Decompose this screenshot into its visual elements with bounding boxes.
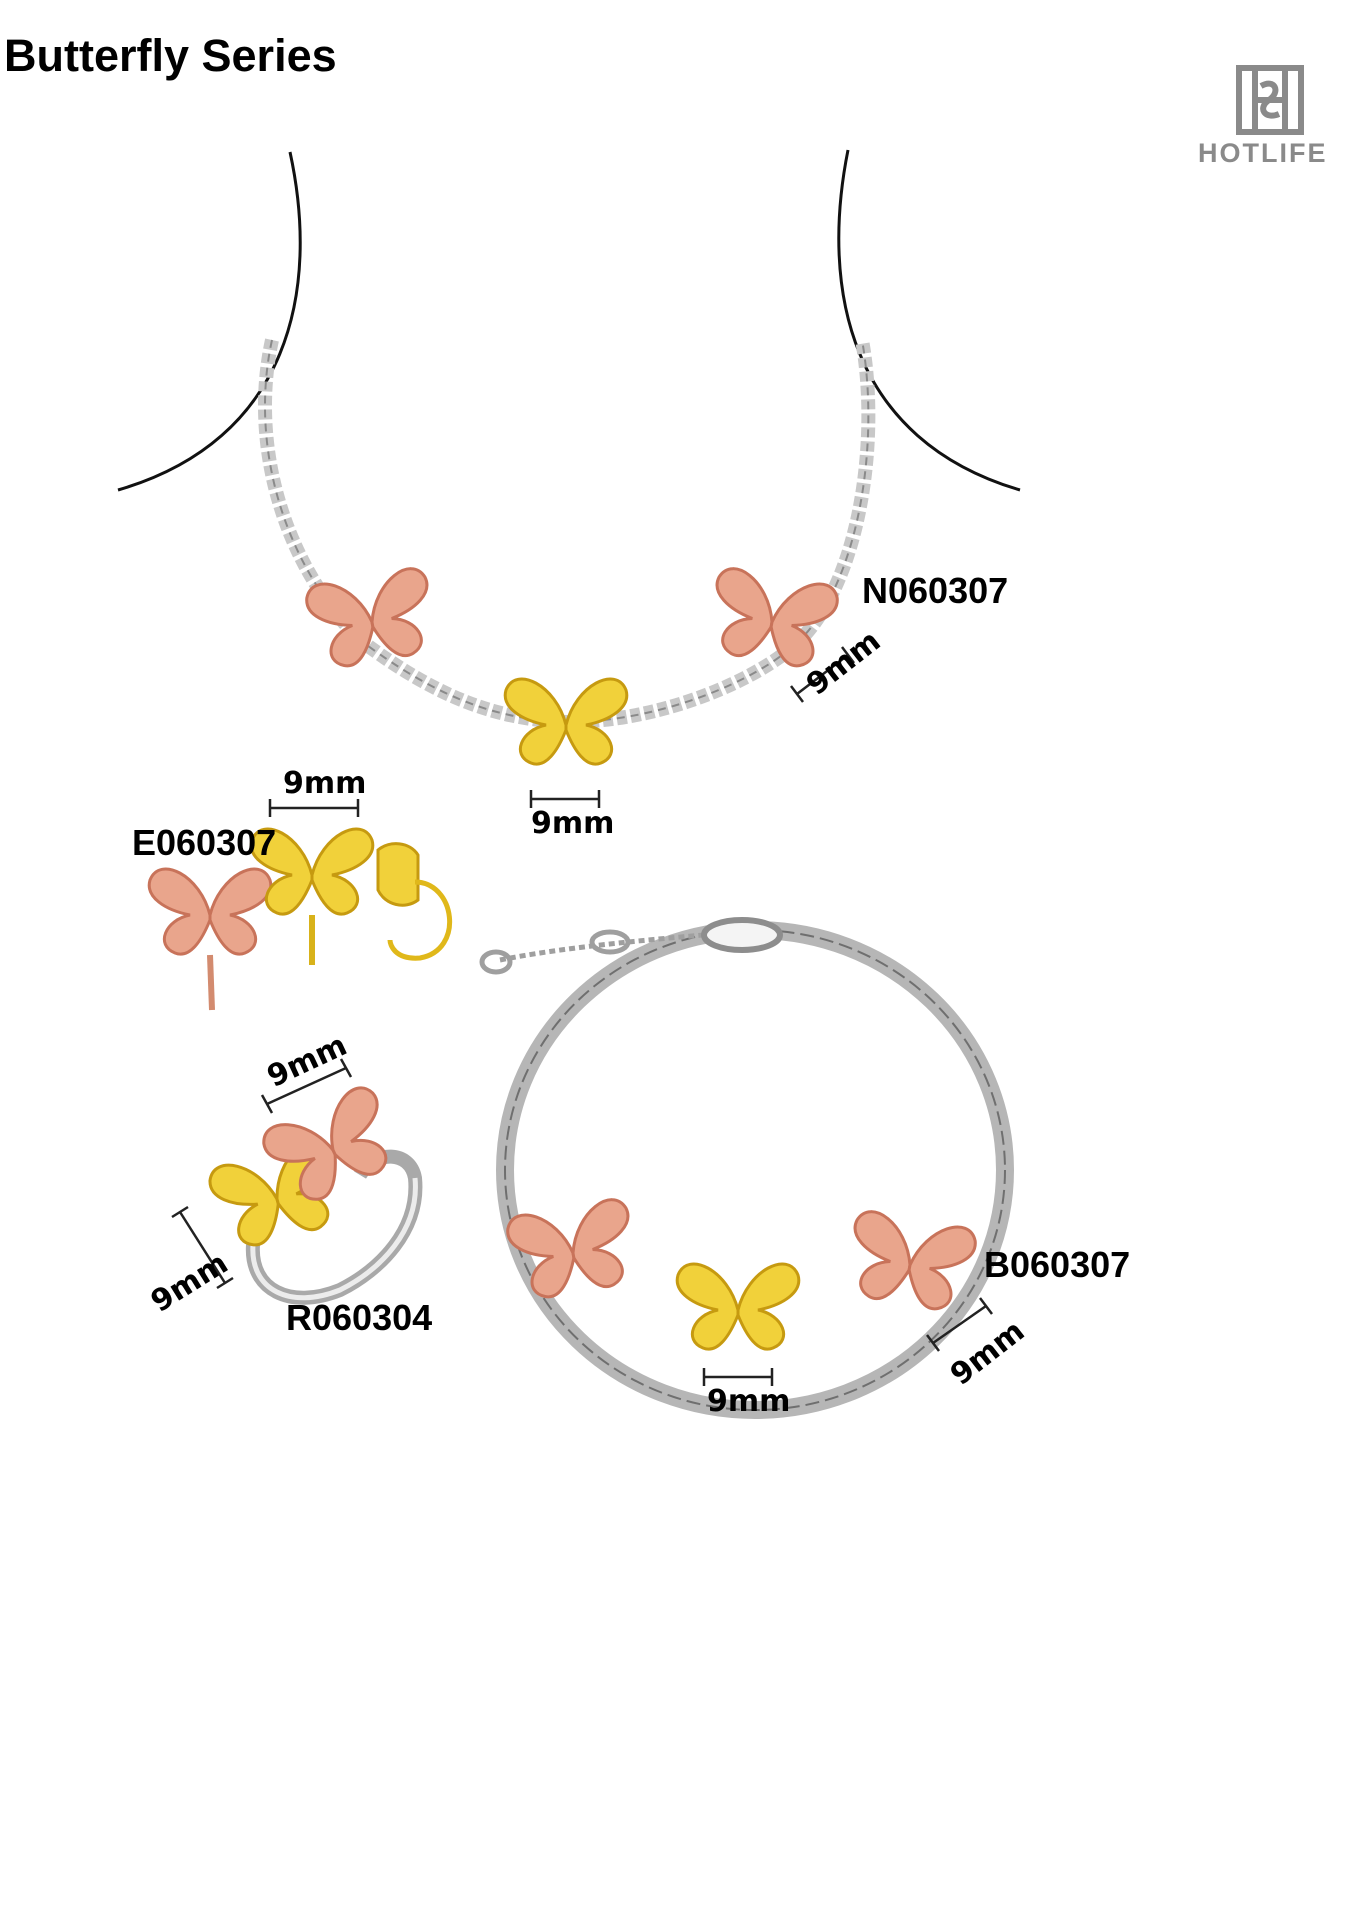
bracelet-butterfly-center [675, 1262, 801, 1351]
hotlife-h-logo-icon [1236, 65, 1304, 135]
necklace-center-dimension-line [529, 790, 601, 808]
neck-outline-left [117, 151, 302, 492]
bracelet-butterfly-left [503, 1195, 642, 1304]
neck-outline-right [837, 149, 1021, 492]
ring-side-dimension-line [171, 1205, 234, 1290]
earring-rose-stud [147, 867, 273, 1011]
brand-logo: HOTLIFE [1195, 62, 1345, 172]
ring-band [245, 1149, 423, 1305]
necklace-code: N060307 [862, 570, 1009, 611]
earring-dimension-line [268, 799, 360, 817]
page-title: Butterfly Series [4, 30, 337, 81]
bracelet-clasp [701, 917, 783, 953]
bracelet-center-dimension-label: 9mm [707, 1384, 791, 1419]
necklace-center-dimension-label: 9mm [531, 806, 615, 841]
bracelet-center-dimension-line [702, 1368, 774, 1386]
bracelet-side-dimension-line [926, 1297, 993, 1352]
earring-gold-stud [249, 827, 375, 965]
earrings-dimension-label: 9mm [283, 766, 367, 801]
brand-name: HOTLIFE [1198, 138, 1328, 168]
bracelet-code: B060307 [984, 1244, 1131, 1285]
earring-gold-hoop [376, 842, 453, 961]
ring-code: R060304 [286, 1297, 433, 1338]
earrings-code: E060307 [132, 822, 277, 863]
necklace-side-dimension-line [790, 646, 855, 703]
ring-top-dimension-line [260, 1058, 353, 1114]
